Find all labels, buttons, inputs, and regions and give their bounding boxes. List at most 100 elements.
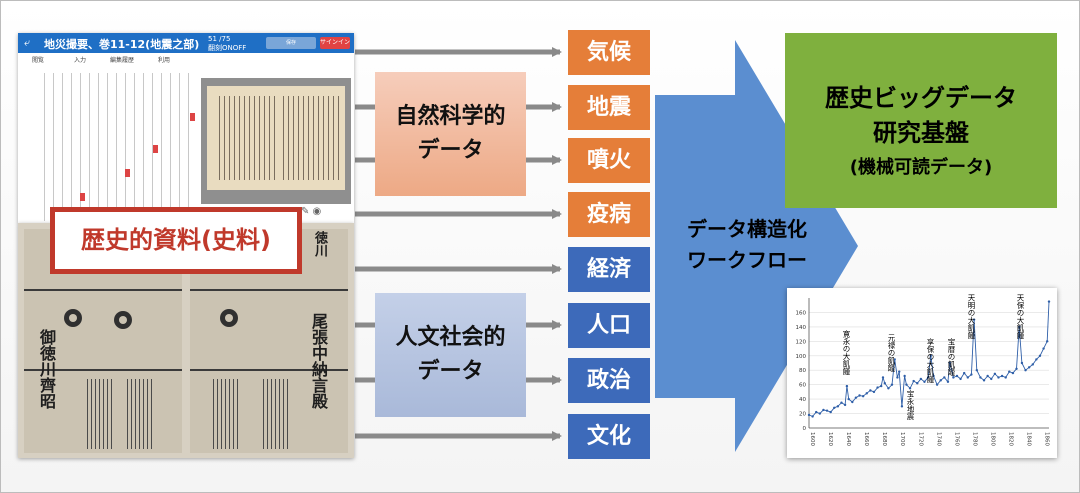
save-button[interactable]: 保存 — [266, 37, 316, 49]
tab-use[interactable]: 利用 — [158, 57, 171, 64]
natural-science-line2: データ — [417, 138, 484, 163]
data-point — [851, 400, 854, 404]
data-point — [887, 387, 890, 390]
book-pages — [207, 86, 345, 190]
woodblock-text-left: 御徳川齊昭 — [37, 329, 56, 409]
annotation-tenpo-famine: 天保の大飢饉 — [1016, 294, 1025, 339]
transcription-app-screenshot: ⤶ 地災撮要、巻11-12(地震之部) 51 /75 翻刻ONOFF 保存 サイ… — [18, 33, 354, 223]
data-point — [943, 376, 946, 379]
domain-economy: 経済 — [568, 247, 650, 292]
domain-eruption: 噴火 — [568, 138, 650, 183]
back-arrow-icon[interactable]: ⤶ — [24, 36, 31, 49]
woodblock-small-text — [84, 379, 114, 449]
woodblock-rule — [24, 369, 182, 371]
x-tick-label: 1700 — [899, 432, 905, 446]
tab-history[interactable]: 編集履歴 — [110, 57, 135, 64]
humanities-line1: 人文社会的 — [395, 325, 506, 350]
woodblock-small-text — [210, 379, 240, 449]
data-point — [979, 376, 982, 379]
historical-source-label: 歴史的資料(史料) — [50, 207, 302, 274]
signin-button[interactable]: サインイン — [320, 37, 350, 49]
data-point — [879, 384, 883, 388]
data-point — [807, 413, 811, 417]
workflow-big-arrow — [655, 40, 858, 452]
data-point — [1045, 340, 1049, 343]
platform-title-line1: 歴史ビッグデータ — [825, 84, 1017, 112]
data-point — [869, 389, 872, 392]
data-point — [896, 376, 899, 379]
x-tick-label: 1620 — [827, 432, 833, 446]
data-point — [1031, 363, 1034, 366]
transcribed-text-area[interactable] — [40, 73, 195, 221]
data-point — [829, 410, 832, 414]
data-point — [903, 374, 906, 378]
annotation-hoei-earthquake: 宝永地震 — [906, 390, 915, 420]
data-point — [939, 379, 942, 382]
data-point — [898, 370, 901, 373]
y-tick-label: 40 — [799, 397, 806, 403]
data-point — [948, 361, 951, 365]
data-point — [861, 395, 865, 398]
app-tool-icons[interactable]: ✎ ◉ — [301, 206, 322, 217]
page-number[interactable]: 51 — [208, 35, 217, 43]
humanities-line2: データ — [417, 359, 484, 384]
annotation-genroku-famine: 元禄の飢饉 — [887, 334, 896, 372]
tab-view[interactable]: 閲覧 — [32, 57, 45, 64]
data-point — [908, 387, 912, 390]
data-point — [935, 383, 939, 386]
data-point — [1024, 369, 1027, 372]
data-point — [1008, 370, 1011, 373]
woodblock-header: 徳川 — [312, 231, 327, 257]
data-point — [845, 384, 849, 388]
woodblock-text-right: 尾張中納言殿 — [309, 313, 328, 409]
domain-population: 人口 — [568, 303, 650, 348]
red-mark — [125, 169, 130, 177]
data-point — [1011, 371, 1015, 375]
woodblock-small-text — [260, 379, 290, 449]
data-point — [959, 377, 962, 381]
data-point — [946, 380, 950, 383]
data-point — [916, 382, 919, 385]
data-point — [822, 408, 825, 412]
platform-title-line2: 研究基盤 — [873, 119, 969, 147]
book-scan-image — [201, 78, 351, 204]
data-point — [955, 374, 959, 378]
domain-culture: 文化 — [568, 414, 650, 459]
app-header-bar: ⤶ 地災撮要、巻11-12(地震之部) 51 /75 翻刻ONOFF 保存 サイ… — [18, 33, 354, 53]
annotation-horeki-famine: 宝暦の飢饉 — [947, 338, 956, 376]
domain-earthquake: 地震 — [568, 85, 650, 130]
data-point — [840, 401, 843, 404]
app-title: 地災撮要、巻11-12(地震之部) — [44, 38, 200, 51]
family-crest-icon — [114, 311, 132, 329]
data-point — [1004, 376, 1007, 379]
data-point — [1015, 367, 1018, 370]
data-point — [843, 403, 847, 407]
tab-input[interactable]: 入力 — [74, 57, 87, 64]
big-data-platform-box: 歴史ビッグデータ 研究基盤 (機械可読データ) — [785, 33, 1057, 208]
data-point — [926, 376, 930, 379]
data-point — [872, 390, 876, 394]
x-tick-label: 1860 — [1044, 432, 1050, 446]
y-tick-label: 60 — [799, 383, 806, 389]
natural-science-data-box: 自然科学的 データ — [375, 72, 526, 196]
y-tick-label: 140 — [796, 325, 807, 331]
woodblock-rule — [190, 289, 348, 291]
page-toggle[interactable]: 翻刻ONOFF — [208, 44, 247, 52]
data-point — [952, 376, 955, 379]
data-point — [858, 394, 861, 397]
data-point — [900, 405, 904, 408]
data-point — [1042, 347, 1045, 350]
data-point — [1035, 358, 1038, 361]
data-point — [997, 376, 1000, 379]
data-point — [818, 412, 822, 415]
page-indicator: 51 /75 翻刻ONOFF — [208, 35, 246, 53]
data-point — [975, 369, 979, 372]
annotation-tenmei-famine: 天明の大飢饉 — [967, 294, 976, 339]
data-point — [1038, 354, 1042, 357]
data-point — [881, 376, 885, 379]
x-tick-label: 1600 — [809, 432, 815, 446]
x-tick-label: 1640 — [845, 432, 851, 446]
book-text-right — [279, 96, 339, 180]
y-tick-label: 120 — [796, 339, 807, 345]
